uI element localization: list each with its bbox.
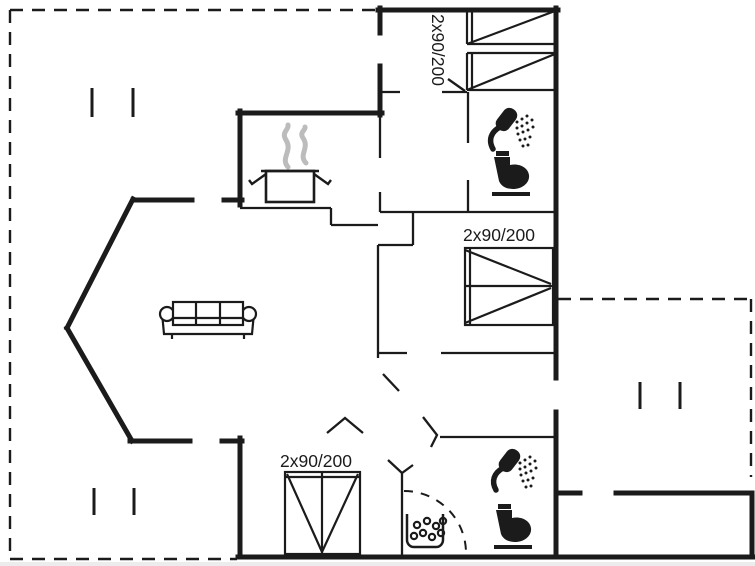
door-marks bbox=[326, 78, 467, 554]
toilet-icon-top bbox=[490, 149, 532, 196]
door-mark-bathroom2-a bbox=[422, 416, 439, 448]
bed-size-label-bottom: 2x90/200 bbox=[280, 451, 352, 471]
double-bed-middle bbox=[463, 246, 555, 327]
page-bottom-edge bbox=[0, 562, 755, 566]
bed-size-label-top-right: 2x90/200 bbox=[428, 14, 448, 86]
single-bed-top-2 bbox=[465, 51, 556, 92]
single-bed-top-1 bbox=[465, 9, 556, 46]
pebble-tray-icon bbox=[405, 514, 448, 549]
steam-icon bbox=[281, 122, 309, 170]
cooking-pot-icon bbox=[248, 169, 332, 204]
interior-walls bbox=[240, 90, 556, 557]
terrace-outline bbox=[8, 8, 753, 561]
opening-mark-hall bbox=[382, 373, 400, 392]
wall-bay-sw-diagonal bbox=[63, 324, 136, 445]
wall-bay-nw-diagonal bbox=[63, 195, 137, 332]
double-bed-bottom bbox=[283, 470, 362, 556]
terrace-ticks bbox=[90, 88, 682, 515]
sofa-icon bbox=[158, 300, 258, 339]
door-swing-arc bbox=[403, 490, 467, 554]
exterior-walls bbox=[63, 5, 755, 560]
bed-size-label-middle-right: 2x90/200 bbox=[463, 225, 535, 245]
opening-mark-alcove bbox=[326, 416, 364, 434]
door-leaf-bedroom1 bbox=[447, 78, 466, 92]
shower-head-icon-top bbox=[491, 105, 535, 149]
toilet-icon-bottom bbox=[492, 502, 534, 549]
shower-head-icon-bottom bbox=[494, 446, 538, 490]
door-mark-bathroom2-b bbox=[387, 459, 414, 475]
